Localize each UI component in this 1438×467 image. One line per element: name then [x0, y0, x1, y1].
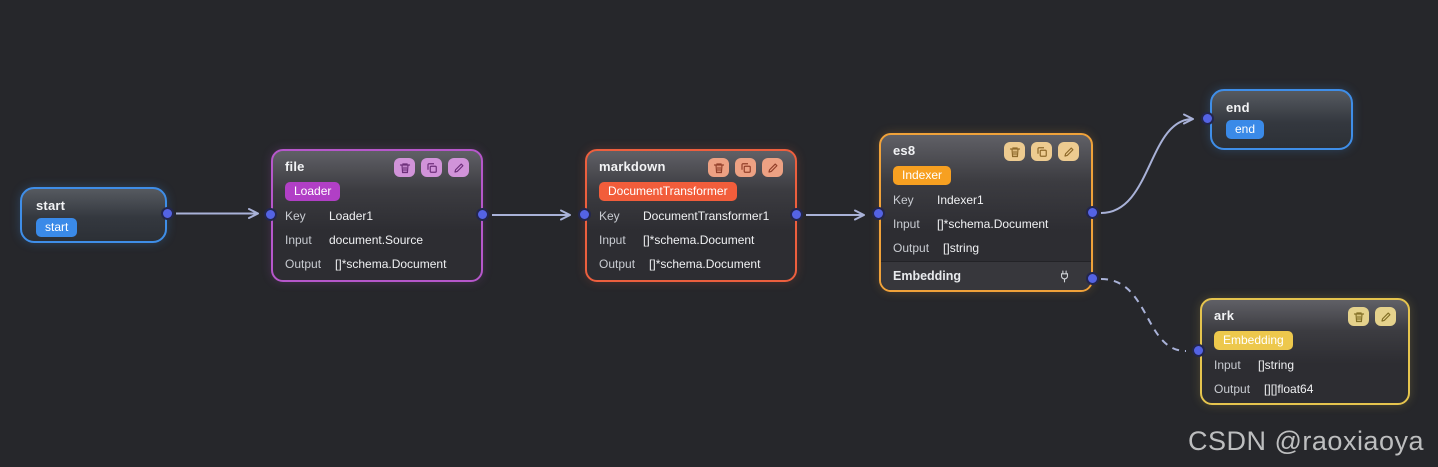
node-title: file	[285, 159, 305, 174]
port-markdown-input[interactable]	[578, 208, 591, 221]
node-row-input: Input document.Source	[285, 233, 424, 247]
node-title: es8	[893, 143, 916, 158]
node-row-output: Output []*schema.Document	[285, 257, 447, 271]
delete-icon[interactable]	[394, 158, 415, 177]
delete-icon[interactable]	[708, 158, 729, 177]
edit-icon[interactable]	[1375, 307, 1396, 326]
node-row-key: Key DocumentTransformer1	[599, 209, 770, 223]
port-start-output[interactable]	[161, 207, 174, 220]
node-toolbar	[1004, 142, 1079, 161]
copy-icon[interactable]	[421, 158, 442, 177]
node-row-input: Input []*schema.Document	[893, 217, 1049, 231]
node-toolbar	[1348, 307, 1396, 326]
copy-icon[interactable]	[735, 158, 756, 177]
node-row-key: Key Loader1	[285, 209, 374, 223]
node-es8[interactable]: es8 Indexer Key Indexer1 Input []*schema…	[879, 133, 1093, 292]
port-es8-output[interactable]	[1086, 206, 1099, 219]
port-file-output[interactable]	[476, 208, 489, 221]
node-start[interactable]: start start	[20, 187, 167, 243]
watermark: CSDN @raoxiaoya	[1188, 426, 1424, 456]
node-toolbar	[394, 158, 469, 177]
edit-icon[interactable]	[448, 158, 469, 177]
node-title: start	[36, 198, 66, 213]
node-row-output: Output []*schema.Document	[599, 257, 761, 271]
port-es8-embedding[interactable]	[1086, 272, 1099, 285]
edge-es8-end[interactable]	[1100, 113, 1194, 214]
embedding-slot[interactable]: Embedding	[881, 261, 1091, 290]
node-row-output: Output []string	[893, 241, 980, 255]
plug-icon	[1058, 270, 1071, 283]
node-row-input: Input []string	[1214, 358, 1295, 372]
node-title: end	[1226, 100, 1250, 115]
node-row-key: Key Indexer1	[893, 193, 984, 207]
node-markdown[interactable]: markdown DocumentTransformer Key Documen…	[585, 149, 797, 282]
copy-icon[interactable]	[1031, 142, 1052, 161]
port-ark-input[interactable]	[1192, 344, 1205, 357]
node-end[interactable]: end end	[1210, 89, 1353, 150]
port-file-input[interactable]	[264, 208, 277, 221]
node-type-badge: Embedding	[1214, 331, 1293, 350]
node-title: markdown	[599, 159, 666, 174]
port-end-input[interactable]	[1201, 112, 1214, 125]
edge-es8-embedding-ark[interactable]	[1100, 278, 1187, 352]
node-type-badge: Indexer	[893, 166, 952, 185]
node-toolbar	[708, 158, 783, 177]
node-type-badge: Loader	[285, 182, 341, 201]
delete-icon[interactable]	[1004, 142, 1025, 161]
node-row-output: Output [][]float64	[1214, 382, 1314, 396]
node-row-input: Input []*schema.Document	[599, 233, 755, 247]
node-type-badge: start	[36, 218, 78, 237]
edit-icon[interactable]	[1058, 142, 1079, 161]
node-file[interactable]: file Loader Key Loader1 Input document.S…	[271, 149, 483, 282]
edit-icon[interactable]	[762, 158, 783, 177]
port-markdown-output[interactable]	[790, 208, 803, 221]
port-es8-input[interactable]	[872, 207, 885, 220]
delete-icon[interactable]	[1348, 307, 1369, 326]
node-type-badge: DocumentTransformer	[599, 182, 737, 201]
node-ark[interactable]: ark Embedding Input []string Output [][]…	[1200, 298, 1410, 405]
node-type-badge: end	[1226, 120, 1265, 139]
node-title: ark	[1214, 308, 1235, 323]
